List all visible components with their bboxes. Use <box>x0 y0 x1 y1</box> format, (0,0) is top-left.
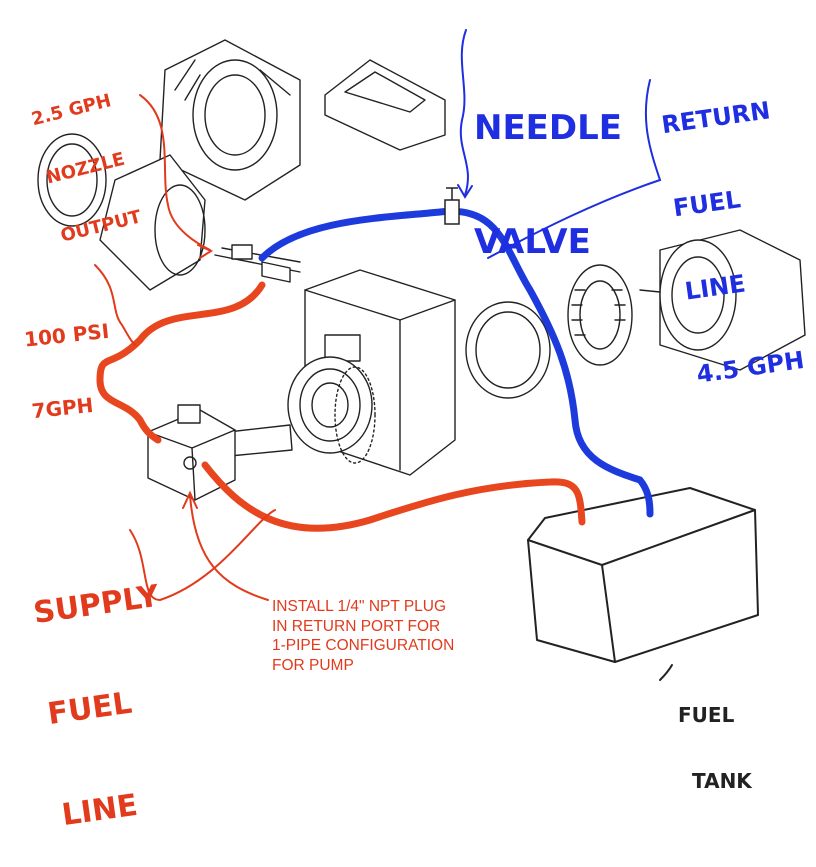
tank-leader <box>659 664 673 681</box>
install-note-arrowhead <box>182 490 198 509</box>
pressure-flow-label: 100 PSI 7GPH <box>18 271 120 447</box>
note-line-1: INSTALL 1/4" NPT PLUG <box>272 598 447 615</box>
return-line-2: FUEL <box>671 185 743 223</box>
air-tube <box>99 154 206 291</box>
supply-line-to-nozzle <box>96 281 266 444</box>
supply-line-1: SUPPLY <box>31 578 162 632</box>
blower-wheel <box>567 264 633 366</box>
nozzle-line-1: 2.5 GPH <box>29 90 114 131</box>
gasket-ring <box>37 133 107 227</box>
supply-line-from-tank <box>201 461 586 532</box>
return-line <box>258 207 654 518</box>
needle-valve-line-2: VALVE <box>474 222 591 262</box>
return-line-4: 4.5 GPH <box>694 345 806 389</box>
install-note-leader <box>189 494 269 601</box>
pressure-leader <box>94 264 136 346</box>
supply-line-3: LINE <box>59 787 140 834</box>
air-band-ring <box>465 301 551 399</box>
pressure-line-1: 100 PSI <box>23 318 111 352</box>
note-line-4: FOR PUMP <box>272 656 354 674</box>
note-line-3: 1-PIPE CONFIGURATION <box>272 637 455 654</box>
needle-valve-label: NEEDLE VALVE <box>474 33 622 299</box>
nozzle-line-2: NOZZLE <box>43 148 127 189</box>
nozzle-assembly <box>214 244 301 283</box>
return-line-1: RETURN <box>659 96 772 140</box>
return-line-leader <box>487 79 662 259</box>
needle-valve-arrowhead <box>457 184 473 199</box>
pressure-line-2: 7GPH <box>30 392 95 424</box>
fuel-tank-label: FUEL TANK <box>678 660 752 814</box>
tank-line-2: TANK <box>692 769 752 793</box>
needle-valve-icon <box>444 187 460 225</box>
cover-plate <box>324 59 446 151</box>
burner-diagram <box>37 29 806 681</box>
nozzle-line-3: OUTPUT <box>58 206 144 247</box>
burner-housing <box>287 269 456 476</box>
supply-line-leader <box>129 509 276 602</box>
tank-line-1: FUEL <box>678 703 735 727</box>
note-line-2: IN RETURN PORT FOR <box>272 617 441 635</box>
nozzle-output-leader <box>139 94 211 251</box>
supply-line-2: FUEL <box>45 685 135 733</box>
burner-motor <box>639 229 806 371</box>
install-plug-note: INSTALL 1/4" NPT PLUG IN RETURN PORT FOR… <box>272 597 454 675</box>
fuel-tank <box>527 487 759 663</box>
needle-valve-line-1: NEEDLE <box>474 108 623 148</box>
needle-valve-arrow <box>459 29 469 196</box>
return-line-3: LINE <box>683 269 748 306</box>
nozzle-output-arrowhead <box>197 244 214 259</box>
